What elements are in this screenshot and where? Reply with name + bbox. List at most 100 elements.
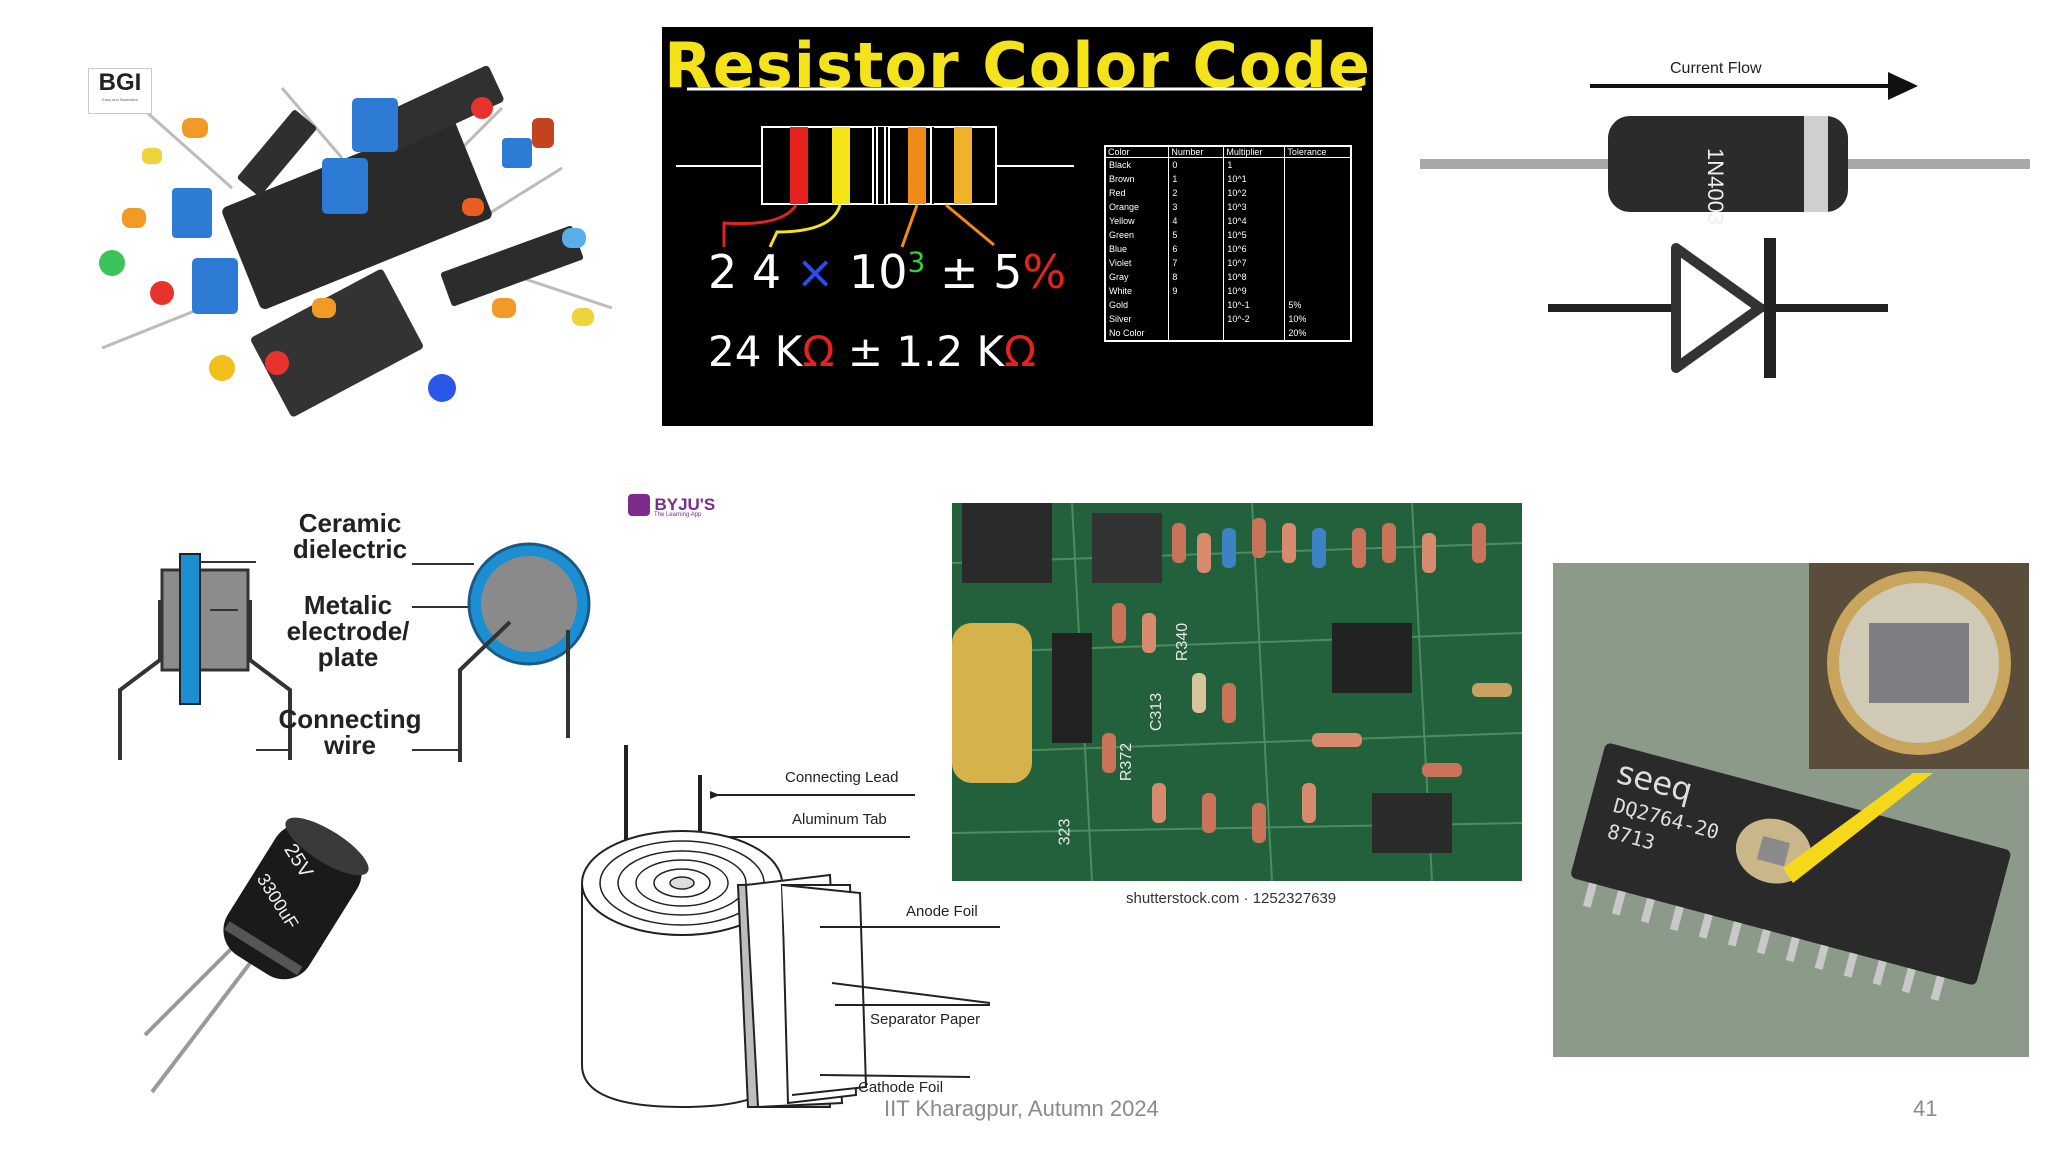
label-line: dielectric bbox=[292, 534, 408, 564]
label-line: wire bbox=[323, 730, 377, 760]
table-cell: 2 bbox=[1168, 186, 1225, 200]
pcb-mark-c313: C313 bbox=[1148, 692, 1166, 732]
label-ceramic-dielectric: Ceramic dielectric bbox=[270, 510, 430, 562]
table-cell: White bbox=[1104, 284, 1170, 298]
label-separator-paper: Separator Paper bbox=[870, 1011, 981, 1028]
components-photo: BGI Easy and Illustrative bbox=[82, 48, 652, 448]
table-cell bbox=[1284, 256, 1352, 270]
calc-digit-1: 2 bbox=[708, 245, 738, 299]
band-orange bbox=[908, 127, 926, 204]
table-cell bbox=[1284, 172, 1352, 186]
label-line: plate bbox=[317, 642, 379, 672]
label-line: Metalic bbox=[303, 590, 393, 620]
page-number: 41 bbox=[1913, 1096, 1938, 1121]
table-header-row: Color Number Multiplier Tolerance bbox=[1104, 145, 1352, 158]
table-cell: Blue bbox=[1104, 242, 1170, 256]
label-line: electrode/ bbox=[286, 616, 410, 646]
bgi-logo-text: BGI bbox=[98, 69, 142, 96]
bgi-logo-subtext: Easy and Illustrative bbox=[102, 97, 138, 102]
table-cell: 10^-2 bbox=[1223, 312, 1286, 326]
table-cell: 4 bbox=[1168, 214, 1225, 228]
calc-exponent: 3 bbox=[907, 245, 926, 279]
table-cell: 10^1 bbox=[1223, 172, 1286, 186]
pcb-mark-r372: R372 bbox=[1118, 742, 1136, 782]
table-cell: 10^4 bbox=[1223, 214, 1286, 228]
components-illustration bbox=[82, 48, 652, 448]
table-cell bbox=[1284, 284, 1352, 298]
band-red bbox=[790, 127, 808, 204]
ceramic-capacitor-diagram: Ceramic dielectric Metalic electrode/ pl… bbox=[110, 510, 630, 780]
table-cell: 9 bbox=[1168, 284, 1225, 298]
diode-symbol-triangle bbox=[1671, 243, 1765, 373]
table-cell: 8 bbox=[1168, 270, 1225, 284]
calc-tolerance: 5 bbox=[993, 245, 1023, 299]
label-line: Connecting bbox=[278, 704, 422, 734]
pointer-arrow-icon bbox=[1783, 773, 1933, 883]
pcb-mark-323: 323 bbox=[1056, 818, 1074, 846]
byjus-logo-icon bbox=[628, 494, 650, 516]
resistor-color-code-panel: Resistor Color Code 2 4 × 103 ± 5% 24 KΩ… bbox=[662, 27, 1373, 426]
table-header: Number bbox=[1168, 145, 1225, 158]
table-cell bbox=[1168, 298, 1225, 312]
table-cell: Yellow bbox=[1104, 214, 1170, 228]
current-arrow-icon bbox=[1888, 72, 1918, 100]
ceramic-capacitor-drawing bbox=[118, 542, 591, 762]
table-cell: Brown bbox=[1104, 172, 1170, 186]
band-yellow bbox=[832, 127, 850, 204]
table-cell: 10^8 bbox=[1223, 270, 1286, 284]
table-cell: Silver bbox=[1104, 312, 1170, 326]
cathode-band bbox=[1804, 116, 1828, 212]
table-cell: 6 bbox=[1168, 242, 1225, 256]
table-cell: Red bbox=[1104, 186, 1170, 200]
table-cell bbox=[1284, 157, 1352, 172]
table-cell: 1 bbox=[1223, 157, 1286, 172]
current-flow-label: Current Flow bbox=[1670, 60, 1762, 77]
label-connecting-lead: Connecting Lead bbox=[785, 769, 899, 786]
electrolytic-construction-diagram: Connecting Lead Aluminum Tab Anode Foil … bbox=[570, 735, 1020, 1120]
table-cell: Green bbox=[1104, 228, 1170, 242]
calc-line-2: 24 KΩ ± 1.2 KΩ bbox=[708, 327, 1036, 376]
eprom-drawing bbox=[1553, 563, 2029, 1057]
diode-drawing bbox=[1420, 72, 2030, 378]
table-cell bbox=[1284, 186, 1352, 200]
calc-ohm-1: Ω bbox=[802, 327, 835, 376]
calc-ten: 10 bbox=[848, 245, 908, 299]
table-cell: 10^6 bbox=[1223, 242, 1286, 256]
table-cell: 5 bbox=[1168, 228, 1225, 242]
table-cell bbox=[1284, 270, 1352, 284]
pcb-drawing bbox=[952, 503, 1522, 881]
calc-percent: % bbox=[1022, 245, 1067, 299]
table-cell: 3 bbox=[1168, 200, 1225, 214]
resistor-drawing bbox=[676, 87, 1362, 248]
table-header: Color bbox=[1104, 145, 1170, 158]
table-cell: 10^3 bbox=[1223, 200, 1286, 214]
table-cell bbox=[1284, 214, 1352, 228]
table-header: Multiplier bbox=[1223, 145, 1286, 158]
table-cell bbox=[1168, 326, 1225, 341]
calc-ohm-2: Ω bbox=[1004, 327, 1037, 376]
calc-value: 24 K bbox=[708, 327, 803, 376]
table-header: Tolerance bbox=[1284, 145, 1352, 158]
slide-footer: IIT Kharagpur, Autumn 2024 bbox=[884, 1096, 1159, 1121]
eprom-photo: seeq DQ2764-20 8713 bbox=[1553, 563, 2029, 1057]
diode-body bbox=[1608, 116, 1848, 212]
table-cell: 10^5 bbox=[1223, 228, 1286, 242]
table-cell: Gold bbox=[1104, 298, 1170, 312]
table-cell: 10^2 bbox=[1223, 186, 1286, 200]
pcb-photo: R340 C313 R372 323 bbox=[952, 503, 1522, 881]
table-cell bbox=[1284, 242, 1352, 256]
table-cell: 10% bbox=[1284, 312, 1352, 326]
byjus-logo: BYJU'S The Learning App bbox=[628, 494, 715, 518]
table-cell bbox=[1284, 228, 1352, 242]
calc-digit-2: 4 bbox=[751, 245, 782, 299]
table-cell: 1 bbox=[1168, 172, 1225, 186]
calc-times: × bbox=[795, 245, 835, 299]
table-cell bbox=[1168, 312, 1225, 326]
